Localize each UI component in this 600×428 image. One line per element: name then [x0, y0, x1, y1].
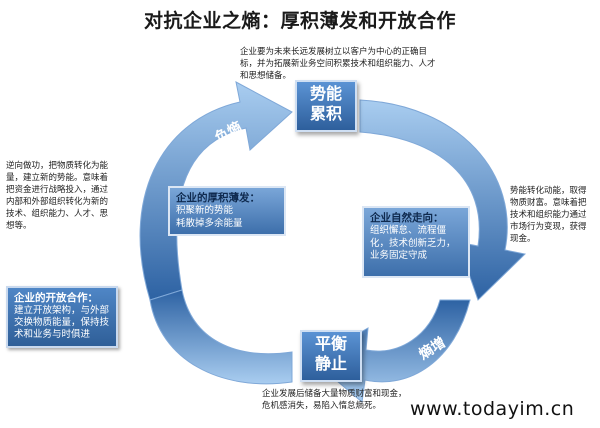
node-top-line1: 势能: [309, 84, 342, 103]
left-lower-arc-arrow: [149, 289, 293, 385]
box-open-body: 建立开放架构，与外部交换物质能量，保持技术和业务与时俱进: [14, 305, 110, 340]
box-open-head: 企业的开放合作：: [14, 292, 98, 304]
box-accumulate-head: 企业的厚积薄发：: [176, 192, 260, 204]
watermark: www.todayim.cn: [410, 398, 575, 420]
box-accumulate: 企业的厚积薄发： 积聚新的势能 耗散掉多余能量: [168, 186, 286, 236]
box-accumulate-body: 积聚新的势能 耗散掉多余能量: [176, 205, 243, 229]
node-balance-stillness: 平衡 静止: [300, 330, 362, 382]
note-top: 企业要为未来长远发展树立以客户为中心的正确目标，并为拓展新业务空间积累技术和组织…: [240, 47, 436, 81]
node-potential-accumulation: 势能 累积: [295, 80, 357, 132]
box-natural: 企业自然走向： 组织懈怠、流程僵化，技术创新乏力，业务固定守成: [362, 206, 470, 278]
box-natural-head: 企业自然走向：: [370, 212, 444, 224]
box-open: 企业的开放合作： 建立开放架构，与外部交换物质能量，保持技术和业务与时俱进: [6, 286, 118, 348]
right-arc-arrow: [359, 99, 527, 301]
box-natural-body: 组织懈怠、流程僵化，技术创新乏力，业务固定守成: [370, 225, 456, 261]
note-bottom: 企业发展后储备大量物质财富和现金，危机感消失，易陷入惰怠熵死。: [262, 389, 407, 411]
node-bottom-line2: 静止: [314, 354, 347, 373]
node-top-line2: 累积: [309, 104, 342, 123]
note-left: 逆向做功，把物质转化为能量，建立新的势能。意味着把资金进行战略投入，通过内部和外…: [6, 161, 109, 231]
note-right: 势能转化动能，取得物质财富。意味着把技术和组织能力通过市场行为变现，获得现金。: [510, 186, 587, 244]
page-title: 对抗企业之熵：厚积薄发和开放合作: [143, 10, 456, 32]
node-bottom-line1: 平衡: [314, 334, 347, 353]
